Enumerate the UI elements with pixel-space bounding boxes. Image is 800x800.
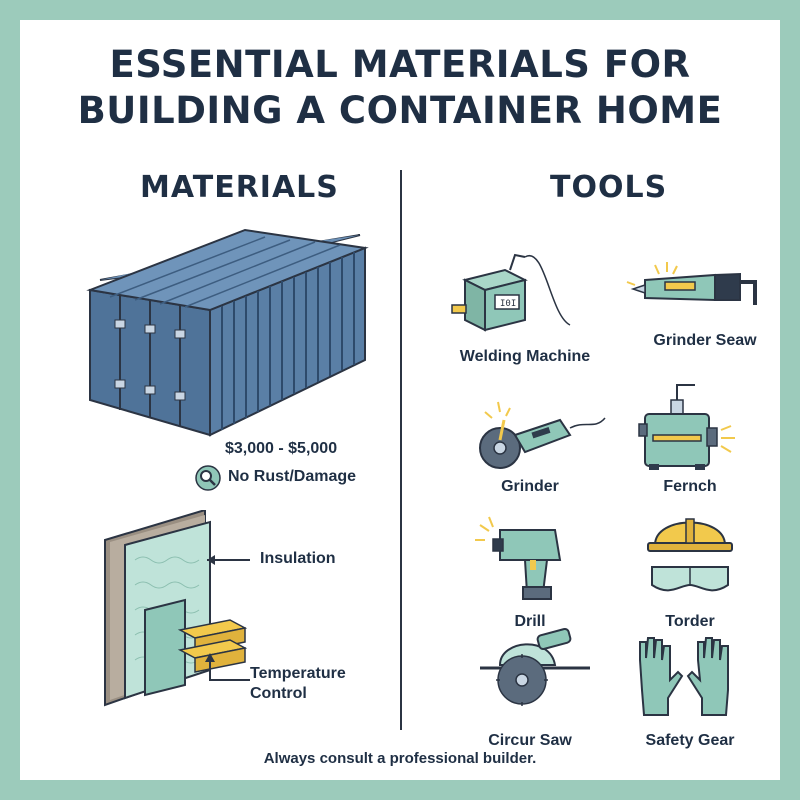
tool-label-grinder-saw: Grinder Seaw (653, 332, 757, 349)
tools-heading: Tools (550, 170, 668, 205)
drill-icon (475, 516, 562, 600)
welding-machine-icon: I0I (451, 253, 571, 332)
column-divider (400, 170, 402, 730)
tool-label-safety-gear: Safety Gear (645, 732, 735, 749)
tool-label-drill: Drill (514, 613, 546, 630)
temperature-label-line-1: Temperature (250, 665, 346, 682)
insulation-wall-icon (104, 510, 248, 707)
gloves-icon (639, 637, 729, 716)
insulation-arrow-icon (207, 555, 250, 565)
tool-label-welding-machine: Welding Machine (459, 348, 591, 365)
insulation-label: Insulation (260, 550, 336, 567)
materials-heading: Materials (140, 170, 339, 205)
tool-label-grinder: Grinder (501, 478, 559, 495)
hard-hat-goggles-icon (647, 518, 733, 592)
title-line-2: Building a Container Home (77, 89, 723, 132)
temperature-arrow-icon (205, 653, 250, 681)
tool-label-torder: Torder (665, 613, 715, 630)
title-line-1: Essential Materials for (109, 43, 691, 86)
shipping-container-icon (86, 228, 369, 437)
infographic-card: Essential Materials for Building a Conta… (20, 20, 780, 780)
container-price: $3,000 - $5,000 (225, 440, 338, 457)
bench-tool-icon (638, 384, 735, 470)
footer-disclaimer: Always consult a professional builder. (263, 750, 537, 767)
svg-text:I0I: I0I (500, 299, 516, 309)
page-title: Essential Materials for Building a Conta… (20, 42, 780, 134)
tool-label-circular-saw: Circur Saw (488, 732, 572, 749)
grinder-icon (479, 401, 606, 469)
magnifier-icon (195, 465, 221, 491)
container-condition-note: No Rust/Damage (228, 468, 357, 485)
circular-saw-icon (480, 627, 590, 706)
temperature-control-label: Temperature Control (250, 664, 346, 704)
temperature-label-line-2: Control (250, 685, 307, 702)
tool-label-fernch: Fernch (663, 478, 717, 495)
grinder-saw-icon (626, 262, 757, 305)
